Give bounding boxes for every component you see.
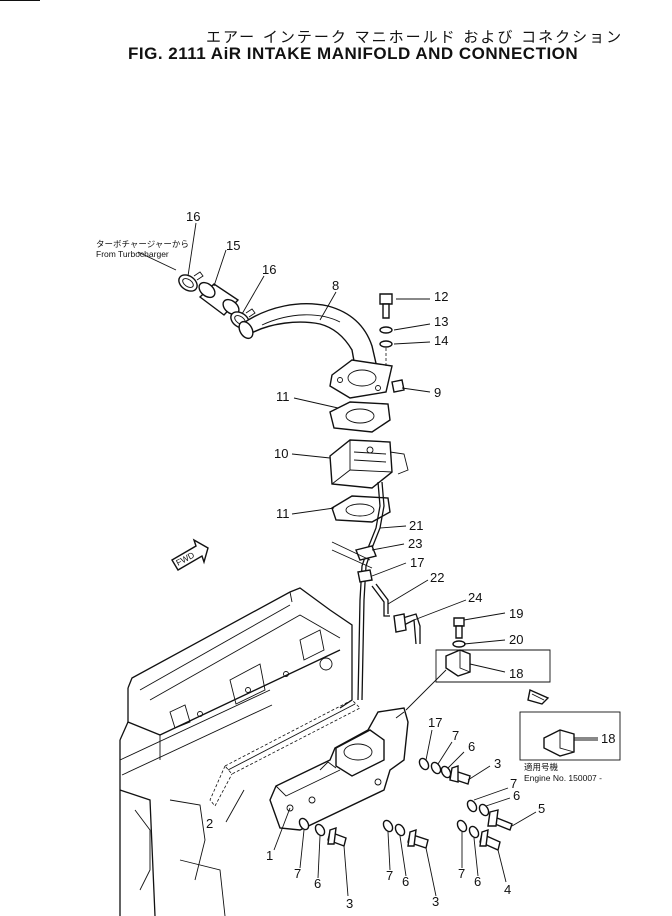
callout-7: 7	[294, 866, 301, 881]
washer-6-a	[440, 765, 452, 779]
callout-5: 5	[538, 801, 545, 816]
callout-21: 21	[409, 518, 423, 533]
heater-10	[329, 439, 409, 489]
washer-6-b	[478, 803, 490, 817]
callout-11: 11	[276, 389, 290, 404]
callout-2: 2	[206, 816, 213, 831]
callout-11: 11	[276, 506, 290, 521]
callout-18-detail: 18	[601, 731, 615, 746]
pipe-flange-8	[329, 359, 393, 399]
engine-block	[119, 587, 353, 916]
callout-23: 23	[408, 536, 422, 551]
turbo-note-en: From Turbocharger	[96, 249, 169, 259]
callout-17: 17	[410, 555, 424, 570]
detail-inset-box	[519, 711, 621, 761]
bolt-3-b	[327, 826, 347, 847]
callout-14: 14	[434, 333, 448, 348]
callout-8: 8	[332, 278, 339, 293]
bolt-3-c	[407, 828, 429, 849]
callout-6: 6	[474, 874, 481, 889]
callout-1: 1	[266, 848, 273, 863]
callout-4: 4	[504, 882, 511, 897]
plate-17-upper	[331, 541, 373, 569]
detail-pointer-arrow	[527, 689, 550, 705]
detail-box-18	[435, 649, 551, 683]
leader-18	[405, 669, 447, 711]
callout-15: 15	[226, 238, 240, 253]
hose-15	[198, 281, 240, 316]
callout-6: 6	[513, 788, 520, 803]
washer-7-d	[382, 819, 394, 833]
callout-6: 6	[468, 739, 475, 754]
callout-7: 7	[452, 728, 459, 743]
bracket-18	[445, 649, 471, 677]
washer-7-c	[298, 817, 310, 831]
callout-10: 10	[274, 446, 288, 461]
callout-3: 3	[432, 894, 439, 909]
bolt-17-upper	[357, 569, 373, 583]
callout-24: 24	[468, 590, 482, 605]
callout-6: 6	[402, 874, 409, 889]
bolt-19	[453, 617, 465, 639]
callout-6: 6	[314, 876, 321, 891]
bolt-12	[379, 293, 393, 319]
callout-9: 9	[434, 385, 441, 400]
callout-19: 19	[509, 606, 523, 621]
washer-20	[452, 640, 466, 648]
turbo-note-jp: ターボチャージャーから	[96, 239, 189, 249]
plug-9	[391, 379, 405, 393]
intake-manifold-1	[269, 707, 409, 831]
callout-20: 20	[509, 632, 523, 647]
leader-lines	[137, 222, 598, 897]
pipe-24	[393, 613, 421, 645]
serial-note-jp: 適用号機	[524, 762, 559, 772]
callout-12: 12	[434, 289, 448, 304]
clip-23	[355, 545, 377, 561]
gasket-11-lower	[331, 495, 391, 523]
corner-mark	[0, 0, 40, 1]
gasket-2	[209, 699, 361, 807]
forward-arrow: FWD	[171, 538, 209, 571]
callout-13: 13	[434, 314, 448, 329]
figure-title: FIG. 2111 AiR INTAKE MANIFOLD AND CONNEC…	[128, 44, 579, 63]
washer-6-c	[314, 823, 326, 837]
washer-6-e	[468, 825, 480, 839]
callout-3: 3	[346, 896, 353, 911]
bolt-4	[479, 828, 501, 851]
washer-13	[379, 326, 393, 334]
hose-clamp-16-upper	[178, 271, 204, 292]
callout-7: 7	[458, 866, 465, 881]
intake-pipe-8	[238, 303, 379, 373]
callout-16: 16	[186, 209, 200, 224]
callout-7: 7	[386, 868, 393, 883]
callout-7: 7	[510, 776, 517, 791]
washer-7-a	[430, 761, 442, 775]
callout-17: 17	[428, 715, 442, 730]
gasket-11-upper	[329, 401, 391, 433]
callout-3: 3	[494, 756, 501, 771]
washer-7-e	[456, 819, 468, 833]
callout-labels: 16 15 16 8 12 13 14 9 11 10 11 21 23 17 …	[186, 209, 615, 911]
callout-22: 22	[430, 570, 444, 585]
washer-6-d	[394, 823, 406, 837]
bolt-5	[487, 809, 513, 831]
serial-note-en: Engine No. 150007 -	[524, 773, 602, 783]
callout-18: 18	[509, 666, 523, 681]
title-japanese: エアー インテーク マニホールド および コネクション	[206, 28, 624, 46]
washer-7-b	[466, 799, 478, 813]
callout-16: 16	[262, 262, 276, 277]
washer-14	[379, 340, 393, 348]
bolt-3-a	[449, 765, 471, 785]
washer-17-lower	[418, 757, 430, 771]
bracket-22	[371, 583, 390, 617]
